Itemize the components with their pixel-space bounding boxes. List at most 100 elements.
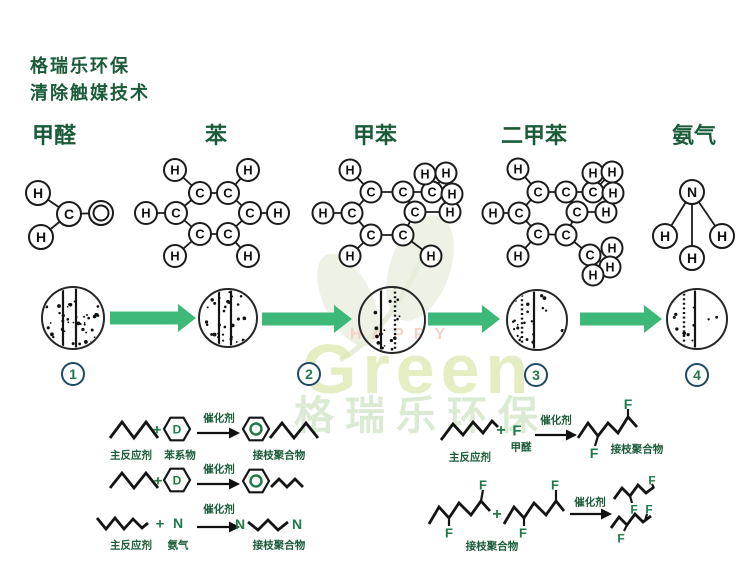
svg-text:H: H	[513, 250, 522, 264]
svg-text:H: H	[441, 167, 450, 181]
svg-text:H: H	[273, 206, 282, 221]
svg-text:H: H	[717, 228, 727, 244]
svg-text:H: H	[243, 163, 252, 178]
polymer-chain	[609, 511, 652, 529]
svg-text:C: C	[410, 206, 419, 220]
svg-text:C: C	[398, 229, 407, 243]
svg-text:C: C	[398, 186, 407, 200]
svg-text:C: C	[561, 186, 570, 200]
svg-text:C: C	[588, 186, 597, 200]
polymer-chain	[108, 470, 160, 491]
watermark-happy-text: HAPPY	[350, 326, 456, 343]
polymer-chain	[95, 515, 149, 532]
filter-stage-outline	[666, 288, 728, 350]
svg-text:H: H	[170, 163, 179, 178]
bond-segment	[651, 483, 655, 489]
polymer-chain	[268, 420, 320, 441]
element-letter: F	[479, 478, 487, 493]
svg-text:C: C	[223, 227, 233, 242]
svg-text:H: H	[687, 250, 697, 266]
svg-text:H: H	[420, 168, 429, 182]
svg-text:H: H	[445, 206, 454, 220]
reaction-arrow	[570, 508, 612, 520]
svg-text:H: H	[605, 261, 614, 275]
element-letter: F	[617, 531, 624, 545]
reaction-arrow	[197, 521, 240, 533]
svg-text:H: H	[607, 242, 616, 256]
svg-text:N: N	[687, 184, 697, 200]
svg-text:C: C	[514, 207, 523, 221]
filter-stage-outline	[198, 288, 258, 348]
svg-text:D: D	[173, 473, 182, 487]
svg-text:C: C	[171, 206, 181, 221]
element-letter: N	[173, 515, 183, 531]
svg-text:C: C	[533, 186, 542, 200]
element-letter: N	[235, 516, 245, 532]
reaction-arrow	[197, 478, 240, 490]
svg-text:C: C	[366, 229, 375, 243]
svg-text:H: H	[243, 249, 252, 264]
polymer-chain	[427, 498, 492, 525]
molecule-formaldehyde: HCH	[25, 180, 114, 250]
filter-stage-5	[669, 290, 721, 348]
svg-text:H: H	[447, 188, 456, 202]
polymer-chain	[270, 477, 304, 489]
svg-text:C: C	[347, 207, 356, 221]
filter-stage-4	[509, 291, 565, 349]
element-letter: +	[153, 421, 162, 438]
filter-stage-outline	[506, 289, 568, 351]
svg-text:C: C	[572, 206, 581, 220]
element-letter: F	[648, 473, 655, 487]
element-letter: F	[630, 502, 637, 516]
svg-text:H: H	[513, 163, 522, 177]
svg-text:D: D	[173, 422, 182, 436]
polymer-chain	[502, 498, 566, 525]
bond-segment	[479, 489, 485, 502]
svg-text:H: H	[588, 269, 597, 283]
polymer-chain	[247, 518, 289, 532]
svg-text:H: H	[170, 249, 179, 264]
svg-text:H: H	[141, 206, 150, 221]
element-letter: F	[624, 396, 633, 412]
flow-arrow	[110, 304, 196, 332]
svg-text:H: H	[318, 207, 327, 221]
svg-text:H: H	[345, 164, 354, 178]
element-letter: +	[492, 506, 501, 523]
polymer-chain	[439, 418, 499, 441]
benzene-symbol	[241, 416, 271, 442]
flow-arrow	[580, 305, 662, 333]
reaction-arrow	[197, 427, 240, 439]
element-letter: F	[512, 422, 521, 439]
svg-text:C: C	[195, 186, 205, 201]
svg-text:H: H	[345, 250, 354, 264]
benzene-symbol: D	[162, 416, 192, 442]
svg-text:C: C	[245, 206, 255, 221]
filter-stage-outline	[41, 286, 105, 350]
svg-text:H: H	[488, 207, 497, 221]
watermark-brand-text: 格瑞乐环保	[294, 394, 549, 438]
reaction-arrow	[535, 429, 577, 441]
bond-segment	[593, 435, 600, 447]
element-letter: +	[496, 422, 505, 439]
polymer-chain	[612, 482, 655, 500]
svg-text:C: C	[64, 206, 74, 222]
element-letter: F	[645, 502, 652, 516]
svg-text:H: H	[601, 206, 610, 220]
element-letter: F	[445, 526, 453, 541]
svg-text:H: H	[608, 187, 617, 201]
svg-text:C: C	[223, 186, 233, 201]
benzene-symbol: D	[162, 467, 192, 493]
svg-text:H: H	[36, 229, 46, 245]
flow-arrow	[262, 305, 352, 333]
element-letter: +	[156, 515, 165, 532]
svg-text:C: C	[366, 186, 375, 200]
flow-arrow	[428, 305, 500, 333]
benzene-symbol	[241, 468, 271, 494]
svg-text:C: C	[427, 186, 436, 200]
svg-text:H: H	[588, 167, 597, 181]
